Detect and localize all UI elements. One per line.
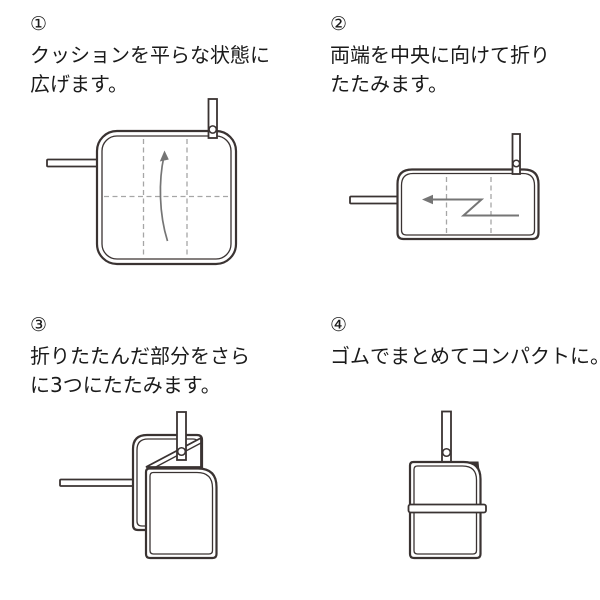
z-fold-arrowhead [422,194,433,205]
step-2-illustration-ends-folded-to-center-icon [349,133,540,241]
step-1-text-line-2: 広げます。 [30,72,128,96]
snap-button-icon [441,447,452,458]
strap-icon [59,478,136,487]
snap-button-icon [176,446,187,457]
step-1: ① クッションを平らな状態に 広げます。 [30,12,315,99]
step-4-number-badge: ④ [330,314,348,336]
hanging-tab-icon [207,98,218,139]
unfold-up-arrow-icon [159,155,169,242]
step-3-text-line-1: 折りたたんだ部分をさら [30,344,250,368]
step-4: ④ ゴムでまとめてコンパクトに。 [330,313,600,371]
strap-icon [46,158,101,168]
fold-flap-inner-line [150,442,202,471]
step-2-text-line-2: たたみます。 [330,72,448,96]
hanging-tab-icon [511,133,521,175]
compact-body-inner-line [413,465,478,555]
z-fold-arrow-icon [428,198,519,217]
step-2-number-badge: ② [330,13,348,35]
step-3-text-line-2: に3つにたたみます。 [30,373,221,397]
cushion-body-icon [95,129,238,266]
front-layer-inner-line [149,471,214,555]
cushion-body-inner-line [101,135,232,260]
step-1-illustration-cushion-spread-flat-icon [46,98,238,266]
step-1-number-badge: ① [30,13,48,35]
step-3: ③ 折りたたんだ部分をさら に3つにたたみます。 [30,313,315,400]
step-4-text-line-1: ゴムでまとめてコンパクトに。 [330,344,600,368]
strap-icon [349,195,401,205]
front-layer-icon [144,467,218,560]
unfold-up-arrowhead [159,150,169,162]
step-3-number-badge: ③ [30,314,48,336]
folded-cushion-body-icon [396,168,540,241]
hanging-tab-icon [176,411,187,461]
step-3-illustration-folded-into-three-icon [59,411,218,560]
step-2: ② 両端を中央に向けて折り たたみます。 [330,12,600,99]
step-1-text-line-1: クッションを平らな状態に [30,43,270,67]
snap-button-icon [512,159,521,168]
elastic-band-icon [407,503,487,514]
snap-button-icon [208,125,218,134]
step-2-text-line-1: 両端を中央に向けて折り [330,43,550,67]
folded-cushion-inner-line [400,172,536,236]
step-4-illustration-compact-with-band-icon [407,410,487,560]
fold-flap-icon [145,436,202,468]
